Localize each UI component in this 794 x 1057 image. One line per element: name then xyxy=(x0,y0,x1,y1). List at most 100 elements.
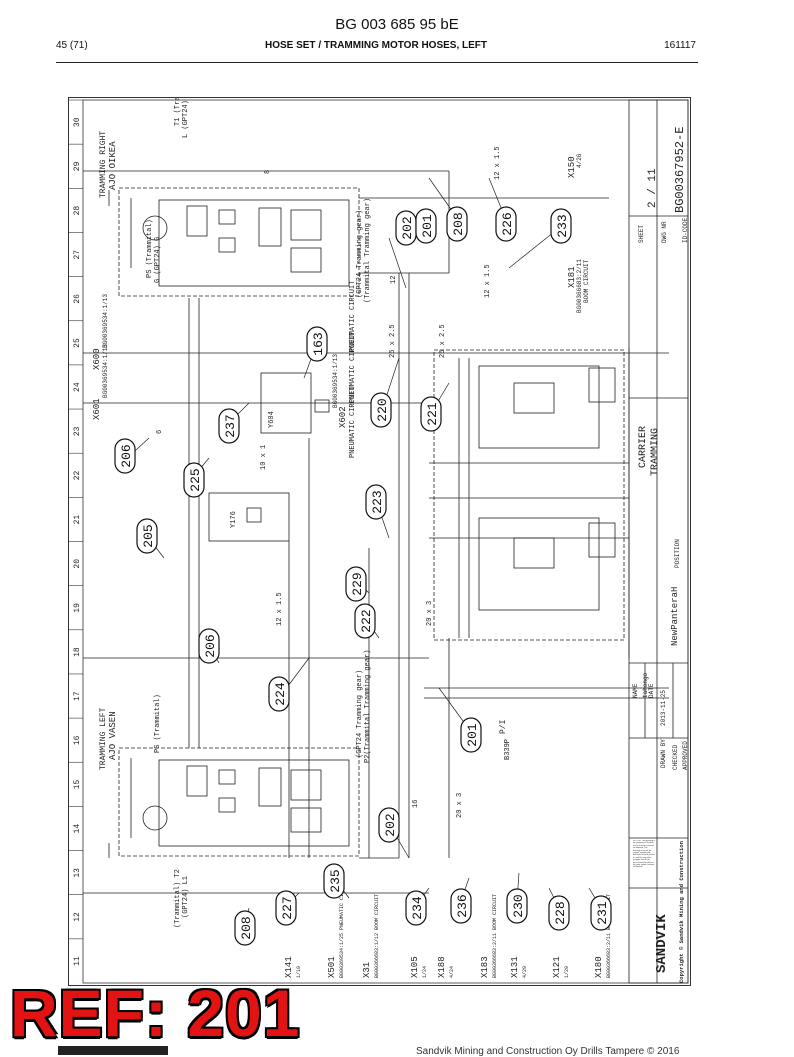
svg-text:223: 223 xyxy=(370,490,385,513)
callout-163: 163 xyxy=(306,326,328,362)
label-hose-12x15-b: 12 x 1.5 xyxy=(484,264,492,298)
grid-column-label: 28 xyxy=(73,206,82,216)
svg-text:227: 227 xyxy=(280,896,295,919)
label-t2: (Trammital) T2 xyxy=(174,869,182,928)
callout-220: 220 xyxy=(370,392,392,428)
callout-208: 208 xyxy=(234,910,256,946)
label-x602-ref: BG00369534:1/13 xyxy=(332,354,339,408)
grid-column-label: 19 xyxy=(73,603,82,613)
callout-229: 229 xyxy=(345,566,367,602)
svg-text:236: 236 xyxy=(455,894,470,917)
grid-column-label: 30 xyxy=(73,117,82,127)
label-motor-right: AJO OIKEA xyxy=(108,141,118,190)
svg-text:201: 201 xyxy=(420,214,435,238)
svg-text:224: 224 xyxy=(273,682,288,706)
callout-226: 226 xyxy=(495,206,517,242)
dwg-label: DWG NR xyxy=(661,221,668,243)
copyright-line: Copyright © Sandvik Mining and Construct… xyxy=(678,841,685,983)
svg-text:229: 229 xyxy=(350,572,365,595)
grid-column-label: 16 xyxy=(73,735,82,745)
label-hose-25x25-a: 25 x 2.5 xyxy=(389,324,397,358)
label-x600: X600 xyxy=(92,348,102,370)
label-x601-ref: BG00369534:1/13 xyxy=(102,344,109,398)
drawn-name: tahongo xyxy=(642,672,649,698)
label-size-6: 6 xyxy=(156,430,164,434)
callout-234: 234 xyxy=(405,890,427,926)
label-x181-ref: BG00366683:2/11 xyxy=(576,259,583,313)
svg-text:230: 230 xyxy=(511,894,526,917)
label-g-right: G (GPT24) G xyxy=(154,237,162,283)
label-x602: X602 xyxy=(338,406,348,428)
connector-ref: BG00366683:1/12 BOOM CIRCUIT xyxy=(374,894,380,978)
connector-ref: BG00366683:2/11 BOOM CIRCUIT xyxy=(606,894,612,978)
label-hose-10x1: 10 x 1 xyxy=(260,445,268,470)
svg-text:202: 202 xyxy=(383,813,398,836)
label-ps-left: PS (Trammital) xyxy=(154,694,162,753)
title-carrier: CARRIER xyxy=(638,426,649,468)
connector-code: X105 xyxy=(410,956,420,978)
label-hose-12x15-a: 12 x 1.5 xyxy=(494,146,502,180)
grid-column-label: 26 xyxy=(73,294,82,304)
label-hose-25x25-b: 25 x 2.5 xyxy=(439,324,447,358)
label-x601: X601 xyxy=(92,398,102,420)
connector-code: X183 xyxy=(480,956,490,978)
svg-text:205: 205 xyxy=(141,524,156,547)
callout-237: 237 xyxy=(218,408,240,444)
id-code-label: ID-CODE xyxy=(682,217,689,243)
connector-code: X31 xyxy=(362,962,372,978)
callout-223: 223 xyxy=(365,484,387,520)
callout-202: 202 xyxy=(378,807,400,843)
header-rule xyxy=(56,62,698,63)
label-gear-left-1: (GPT24 Tramming gear) xyxy=(356,670,364,758)
svg-text:235: 235 xyxy=(328,869,343,892)
label-gear-right-1: (GPT24 Tramming gear) xyxy=(356,210,364,298)
svg-text:221: 221 xyxy=(425,402,440,426)
label-t1: T1 (Trammital) xyxy=(174,98,182,126)
page-number: 45 (71) xyxy=(56,40,88,51)
label-size-8: 8 xyxy=(264,170,272,174)
connector-code: X131 xyxy=(510,956,520,978)
label-hose-20x3-b: 20 x 3 xyxy=(456,793,464,818)
document-code: BG 003 685 95 bE xyxy=(335,16,459,33)
grid-column-label: 22 xyxy=(73,470,82,480)
callout-225: 225 xyxy=(183,462,205,498)
label-size-12: 12 xyxy=(390,276,398,284)
svg-text:228: 228 xyxy=(553,901,568,924)
svg-text:206: 206 xyxy=(119,444,134,467)
title-block-text: SHEET 2 / 11 DWG NR BG00367952-E ID-CODE… xyxy=(632,127,689,983)
control-valve-block xyxy=(433,349,625,641)
svg-text:201: 201 xyxy=(465,723,480,747)
label-motor-left: AJO VASEN xyxy=(108,711,118,760)
label-boom-circuit: BOOM CIRCUIT xyxy=(583,259,590,303)
callout-205: 205 xyxy=(136,518,158,554)
title-block-frame xyxy=(628,99,689,984)
connector-ref: 1/29 xyxy=(564,966,570,978)
sandvik-logo: SANDVIK xyxy=(654,914,670,973)
connector-ref: 4/29 xyxy=(522,966,528,978)
connector-code: X188 xyxy=(437,956,447,978)
grid-column-label: 24 xyxy=(73,382,82,392)
drawn-label: DRAWN BY xyxy=(660,739,667,768)
label-b339p: B339P xyxy=(504,739,512,760)
grid-column-label: 27 xyxy=(73,250,82,260)
ref-watermark: REF: 201 xyxy=(10,976,301,1050)
grid-column-label: 25 xyxy=(73,338,82,348)
callout-227: 227 xyxy=(275,890,297,926)
svg-text:231: 231 xyxy=(595,901,610,925)
approved-label: APPROVED xyxy=(682,741,689,770)
footer-logo-strip xyxy=(58,1046,168,1055)
tramming-motor-right xyxy=(108,187,399,297)
svg-text:220: 220 xyxy=(375,398,390,421)
sheet-value: 2 / 11 xyxy=(647,168,659,208)
callout-231: 231 xyxy=(590,895,612,931)
callout-208: 208 xyxy=(446,206,468,242)
svg-text:226: 226 xyxy=(500,212,515,235)
label-pneumatic-1: PNEUMATIC CIRCUIT xyxy=(349,281,357,352)
title-tramming: TRAMMING xyxy=(650,428,661,476)
header-row: 45 (71) HOSE SET / TRAMMING MOTOR HOSES,… xyxy=(56,40,696,56)
connector-code: X180 xyxy=(594,956,604,978)
label-ps-right: PS (Trammital) xyxy=(146,219,154,278)
